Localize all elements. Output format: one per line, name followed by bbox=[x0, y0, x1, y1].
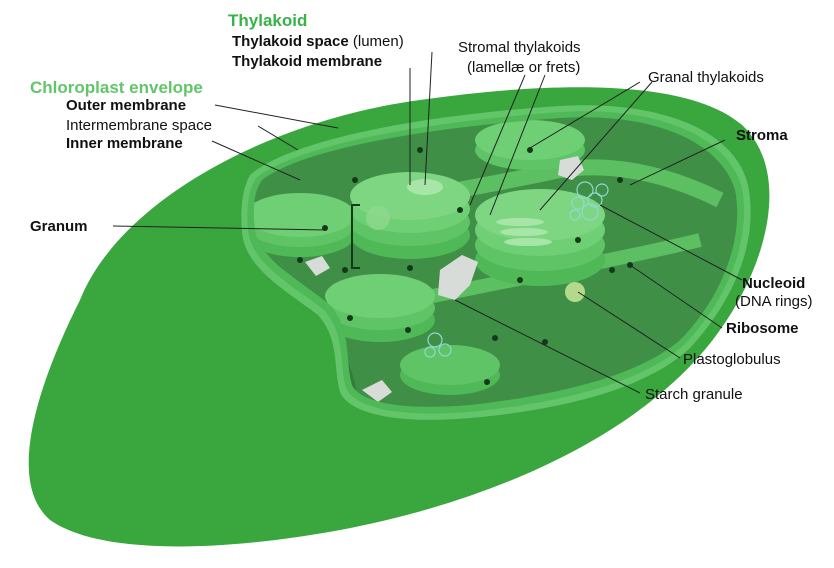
label-granal-thylakoids: Granal thylakoids bbox=[648, 69, 764, 86]
label-starch-granule: Starch granule bbox=[645, 386, 743, 403]
granum-bracket bbox=[351, 204, 360, 269]
granum-stack bbox=[400, 345, 500, 395]
starch-granule bbox=[362, 380, 392, 402]
leader-lines bbox=[112, 51, 743, 394]
granum-stack bbox=[253, 193, 355, 257]
starch-granule bbox=[558, 156, 584, 180]
label-stromal-thylakoids-note: (lamellæ or frets) bbox=[467, 59, 580, 76]
label-granum: Granum bbox=[30, 218, 88, 235]
thylakoid-lamella-highlight bbox=[504, 238, 552, 246]
thylakoid-lamella-highlight bbox=[496, 218, 544, 226]
label-thylakoid-space-main: Thylakoid space bbox=[232, 33, 349, 50]
label-stromal-thylakoids: Stromal thylakoids bbox=[458, 39, 581, 56]
label-nucleoid-note: (DNA rings) bbox=[735, 293, 813, 310]
thylakoid-lumen-bubble bbox=[366, 206, 390, 230]
thylakoid-lumen bbox=[407, 179, 443, 195]
label-nucleoid: Nucleoid bbox=[742, 275, 805, 292]
label-outer-membrane: Outer membrane bbox=[66, 97, 186, 114]
ribosomes bbox=[297, 147, 633, 385]
label-stroma: Stroma bbox=[736, 127, 788, 144]
label-ribosome: Ribosome bbox=[726, 320, 799, 337]
plastoglobulus bbox=[565, 282, 585, 302]
starch-granule bbox=[438, 255, 478, 300]
thylakoid-lamella-highlight bbox=[500, 228, 548, 236]
nucleoid-dna bbox=[424, 181, 609, 358]
label-thylakoid-space-note: (lumen) bbox=[349, 33, 404, 50]
label-chloroplast-envelope: Chloroplast envelope bbox=[30, 78, 203, 97]
label-inner-membrane: Inner membrane bbox=[66, 135, 183, 152]
label-intermembrane-space: Intermembrane space bbox=[66, 117, 212, 134]
label-thylakoid-space: Thylakoid space (lumen) bbox=[232, 33, 404, 50]
label-thylakoid-membrane: Thylakoid membrane bbox=[232, 53, 382, 70]
granum-stack bbox=[350, 172, 470, 259]
label-plastoglobulus: Plastoglobulus bbox=[683, 351, 781, 368]
label-thylakoid: Thylakoid bbox=[228, 11, 307, 30]
starch-granule bbox=[305, 256, 330, 276]
